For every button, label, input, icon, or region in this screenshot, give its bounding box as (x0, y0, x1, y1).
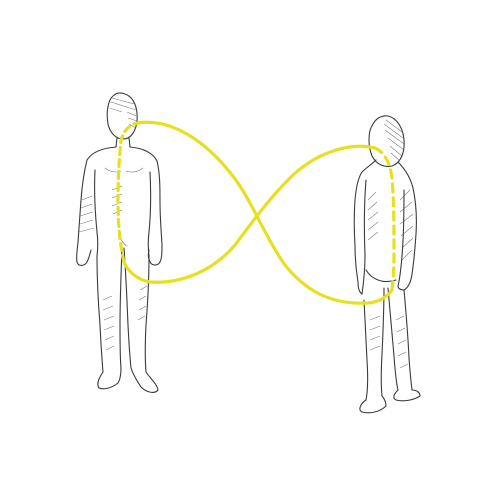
back-facing-figure (353, 115, 421, 414)
back-head-shading (383, 119, 405, 161)
front-figure-shading (78, 185, 148, 351)
head-shading (109, 97, 138, 129)
thread-dashed-left (116, 121, 140, 264)
infinity-thread (116, 120, 396, 305)
front-facing-figure (76, 92, 163, 393)
thread-loop-upper-right (122, 144, 377, 284)
thread-dashed-right (373, 146, 396, 292)
thread-loop (136, 120, 394, 305)
back-figure-shading (367, 189, 414, 369)
